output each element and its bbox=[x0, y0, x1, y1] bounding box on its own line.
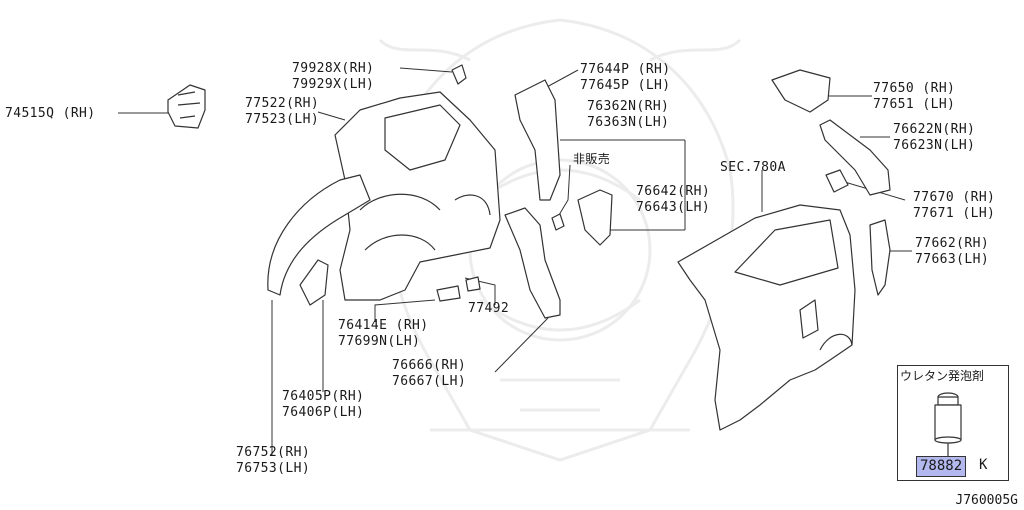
pillar-76666 bbox=[504, 207, 561, 319]
label-77523: 77523(LH) bbox=[245, 112, 320, 127]
inner-panel-77522 bbox=[334, 91, 501, 301]
label-79929x: 79929X(LH) bbox=[292, 77, 375, 92]
label-76363n: 76363N(LH) bbox=[587, 115, 670, 130]
highlighted-part-number[interactable]: 78882 bbox=[916, 456, 967, 477]
label-79928x: 79928X(RH) bbox=[292, 61, 375, 76]
pillar-77644p bbox=[514, 79, 561, 201]
label-77644p: 77644P (RH) bbox=[580, 62, 671, 77]
label-76622n: 76622N(RH) bbox=[893, 122, 976, 137]
label-74515q: 74515Q (RH) bbox=[5, 106, 96, 121]
panel-76642 bbox=[577, 189, 613, 246]
label-76752: 76752(RH) bbox=[236, 445, 311, 460]
outer-side-sec780a bbox=[677, 204, 856, 431]
label-76414e: 76414E (RH) bbox=[338, 318, 429, 333]
part-number-suffix: K bbox=[979, 457, 988, 473]
label-76666: 76666(RH) bbox=[392, 358, 467, 373]
label-76753: 76753(LH) bbox=[236, 461, 311, 476]
inset-title: ウレタン発泡剤 bbox=[900, 369, 985, 383]
label-77670: 77670 (RH) bbox=[913, 190, 996, 205]
label-77522: 77522(RH) bbox=[245, 96, 320, 111]
label-not-for-sale: 非販売 bbox=[573, 152, 611, 166]
label-77671: 77671 (LH) bbox=[913, 206, 996, 221]
clip-not-for-sale bbox=[551, 213, 565, 231]
label-77662: 77662(RH) bbox=[915, 236, 990, 251]
panel-77650 bbox=[771, 69, 831, 113]
bracket-77662 bbox=[869, 219, 891, 296]
label-76667: 76667(LH) bbox=[392, 374, 467, 389]
label-76623n: 76623N(LH) bbox=[893, 138, 976, 153]
leader-lines bbox=[118, 67, 912, 455]
inset-box bbox=[897, 365, 1009, 481]
clip-79928x bbox=[451, 64, 467, 85]
label-77699n: 77699N(LH) bbox=[338, 334, 421, 349]
label-sec-780a: SEC.780A bbox=[720, 160, 786, 175]
label-77645p: 77645P (LH) bbox=[580, 78, 671, 93]
label-77663: 77663(LH) bbox=[915, 252, 990, 267]
label-76405p: 76405P(RH) bbox=[282, 389, 365, 404]
wheel-arch-76752 bbox=[267, 174, 371, 296]
part-drawings bbox=[167, 64, 962, 456]
diagram-code: J760005G bbox=[955, 493, 1018, 508]
label-77651: 77651 (LH) bbox=[873, 97, 956, 112]
bracket-77670 bbox=[825, 169, 849, 193]
foam-bottle-78882k bbox=[934, 392, 962, 456]
bracket-76405p bbox=[299, 259, 329, 306]
label-76643: 76643(LH) bbox=[636, 200, 711, 215]
label-77650: 77650 (RH) bbox=[873, 81, 956, 96]
bracket-74515q bbox=[167, 84, 206, 129]
label-76362n: 76362N(RH) bbox=[587, 99, 670, 114]
label-76406p: 76406P(LH) bbox=[282, 405, 365, 420]
clip-76414e bbox=[436, 285, 461, 302]
clip-77492 bbox=[465, 276, 481, 292]
label-76642: 76642(RH) bbox=[636, 184, 711, 199]
panel-76622n bbox=[819, 119, 891, 196]
label-77492: 77492 bbox=[468, 301, 510, 316]
